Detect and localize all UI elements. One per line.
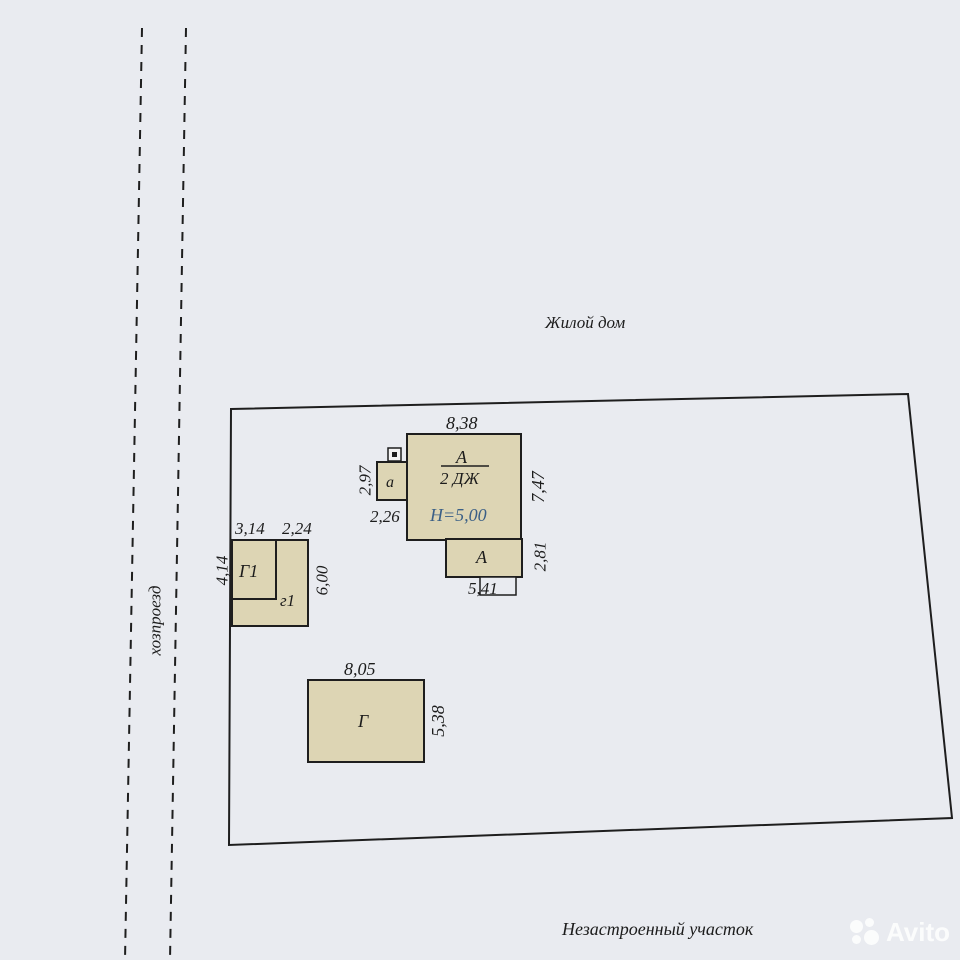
porch-block [376, 461, 408, 501]
road-label: хозпроезд [145, 585, 165, 656]
shed-height-dim: 6,00 [312, 565, 332, 596]
house-letter: А [456, 447, 467, 467]
avito-wordmark: Avito [885, 917, 950, 947]
chimney-dot [392, 452, 397, 457]
porch-width-dim: 2,26 [370, 507, 400, 526]
annex-step [479, 576, 517, 596]
house-height: H=5,00 [430, 505, 487, 525]
garage-height-dim: 5,38 [428, 705, 448, 737]
plot-boundary [227, 392, 954, 847]
neighbor-top-label: Жилой дом [545, 313, 626, 332]
road-line-left [124, 27, 143, 960]
porch-height-dim: 2,97 [355, 465, 375, 496]
garage-small-block [231, 539, 277, 600]
avito-watermark: Avito [849, 917, 950, 948]
annex-letter: А [476, 547, 487, 567]
porch-letter: а [386, 474, 394, 491]
shed-letter: г1 [280, 591, 296, 610]
avito-logo-icon [849, 917, 880, 948]
road-line-right [169, 27, 187, 960]
house-block [406, 433, 522, 541]
neighbor-bottom-label: Незастроенный участок [562, 919, 754, 939]
shed-width-dim: 2,24 [282, 519, 312, 538]
annex-height-dim: 2,81 [530, 541, 550, 572]
house-code: 2 ДЖ [440, 469, 480, 488]
garage-small-width-dim: 3,14 [235, 519, 265, 538]
house-width-dim: 8,38 [446, 413, 478, 433]
annex-width-dim: 5,41 [468, 579, 498, 598]
garage-width-dim: 8,05 [344, 659, 376, 679]
garage-letter: Г [358, 711, 369, 731]
annex-block [445, 538, 523, 578]
garage-small-height-dim: 4,14 [212, 555, 232, 586]
garage-small-letter: Г1 [239, 561, 259, 581]
garage-block [307, 679, 425, 763]
house-depth-dim: 7,47 [528, 471, 548, 503]
